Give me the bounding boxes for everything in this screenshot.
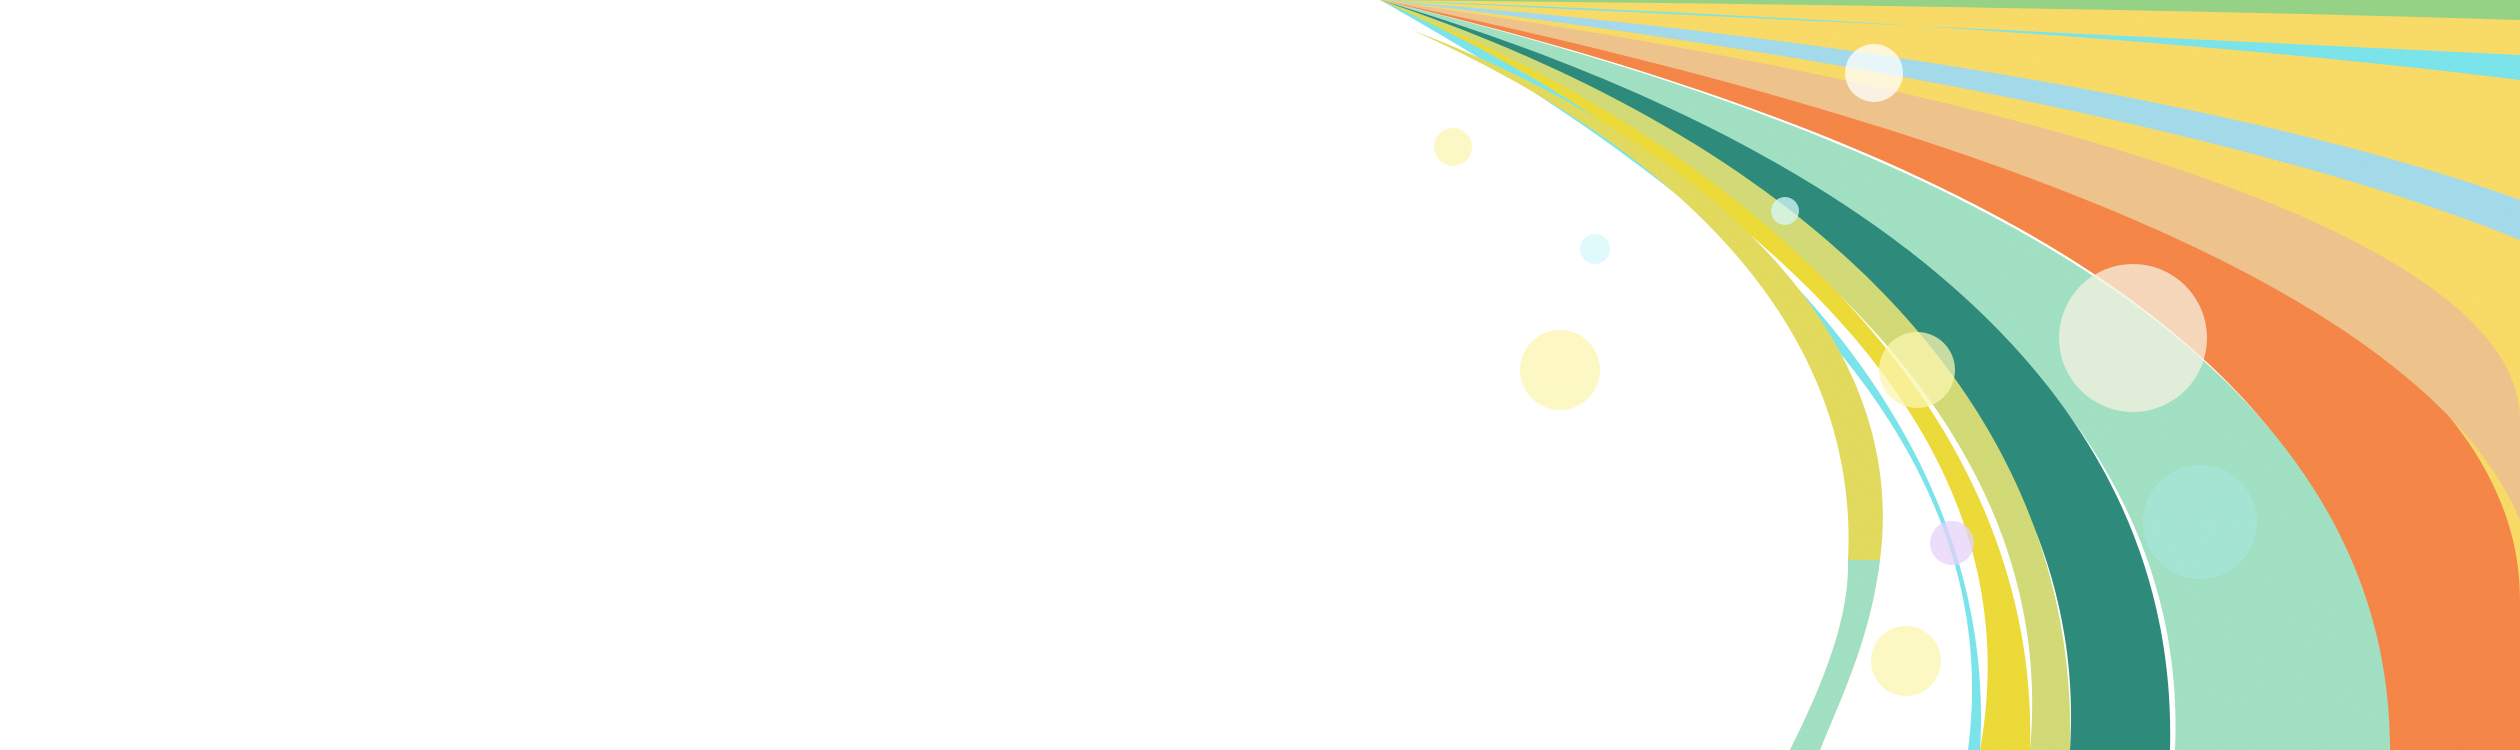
stripe-thin-arc-lower bbox=[1790, 560, 1880, 750]
stripe-teal bbox=[1380, 0, 2171, 750]
bubble bbox=[1845, 44, 1903, 102]
bubble bbox=[1771, 197, 1799, 225]
stripe-cyan bbox=[1380, 0, 1982, 750]
bubble bbox=[1930, 521, 1974, 565]
bubble bbox=[1434, 128, 1472, 166]
bubble bbox=[1580, 234, 1610, 264]
stripe-orange bbox=[1380, 0, 2520, 750]
bubble bbox=[1879, 332, 1955, 408]
bubble bbox=[1520, 330, 1600, 410]
bubbles bbox=[1434, 44, 2257, 696]
bubble bbox=[1871, 626, 1941, 696]
stripe-top-green bbox=[1380, 0, 2520, 20]
stripe-peach bbox=[1380, 0, 2520, 520]
bubble bbox=[2059, 264, 2207, 412]
stripe-gold bbox=[1380, 0, 2520, 750]
bubble bbox=[2143, 465, 2257, 579]
